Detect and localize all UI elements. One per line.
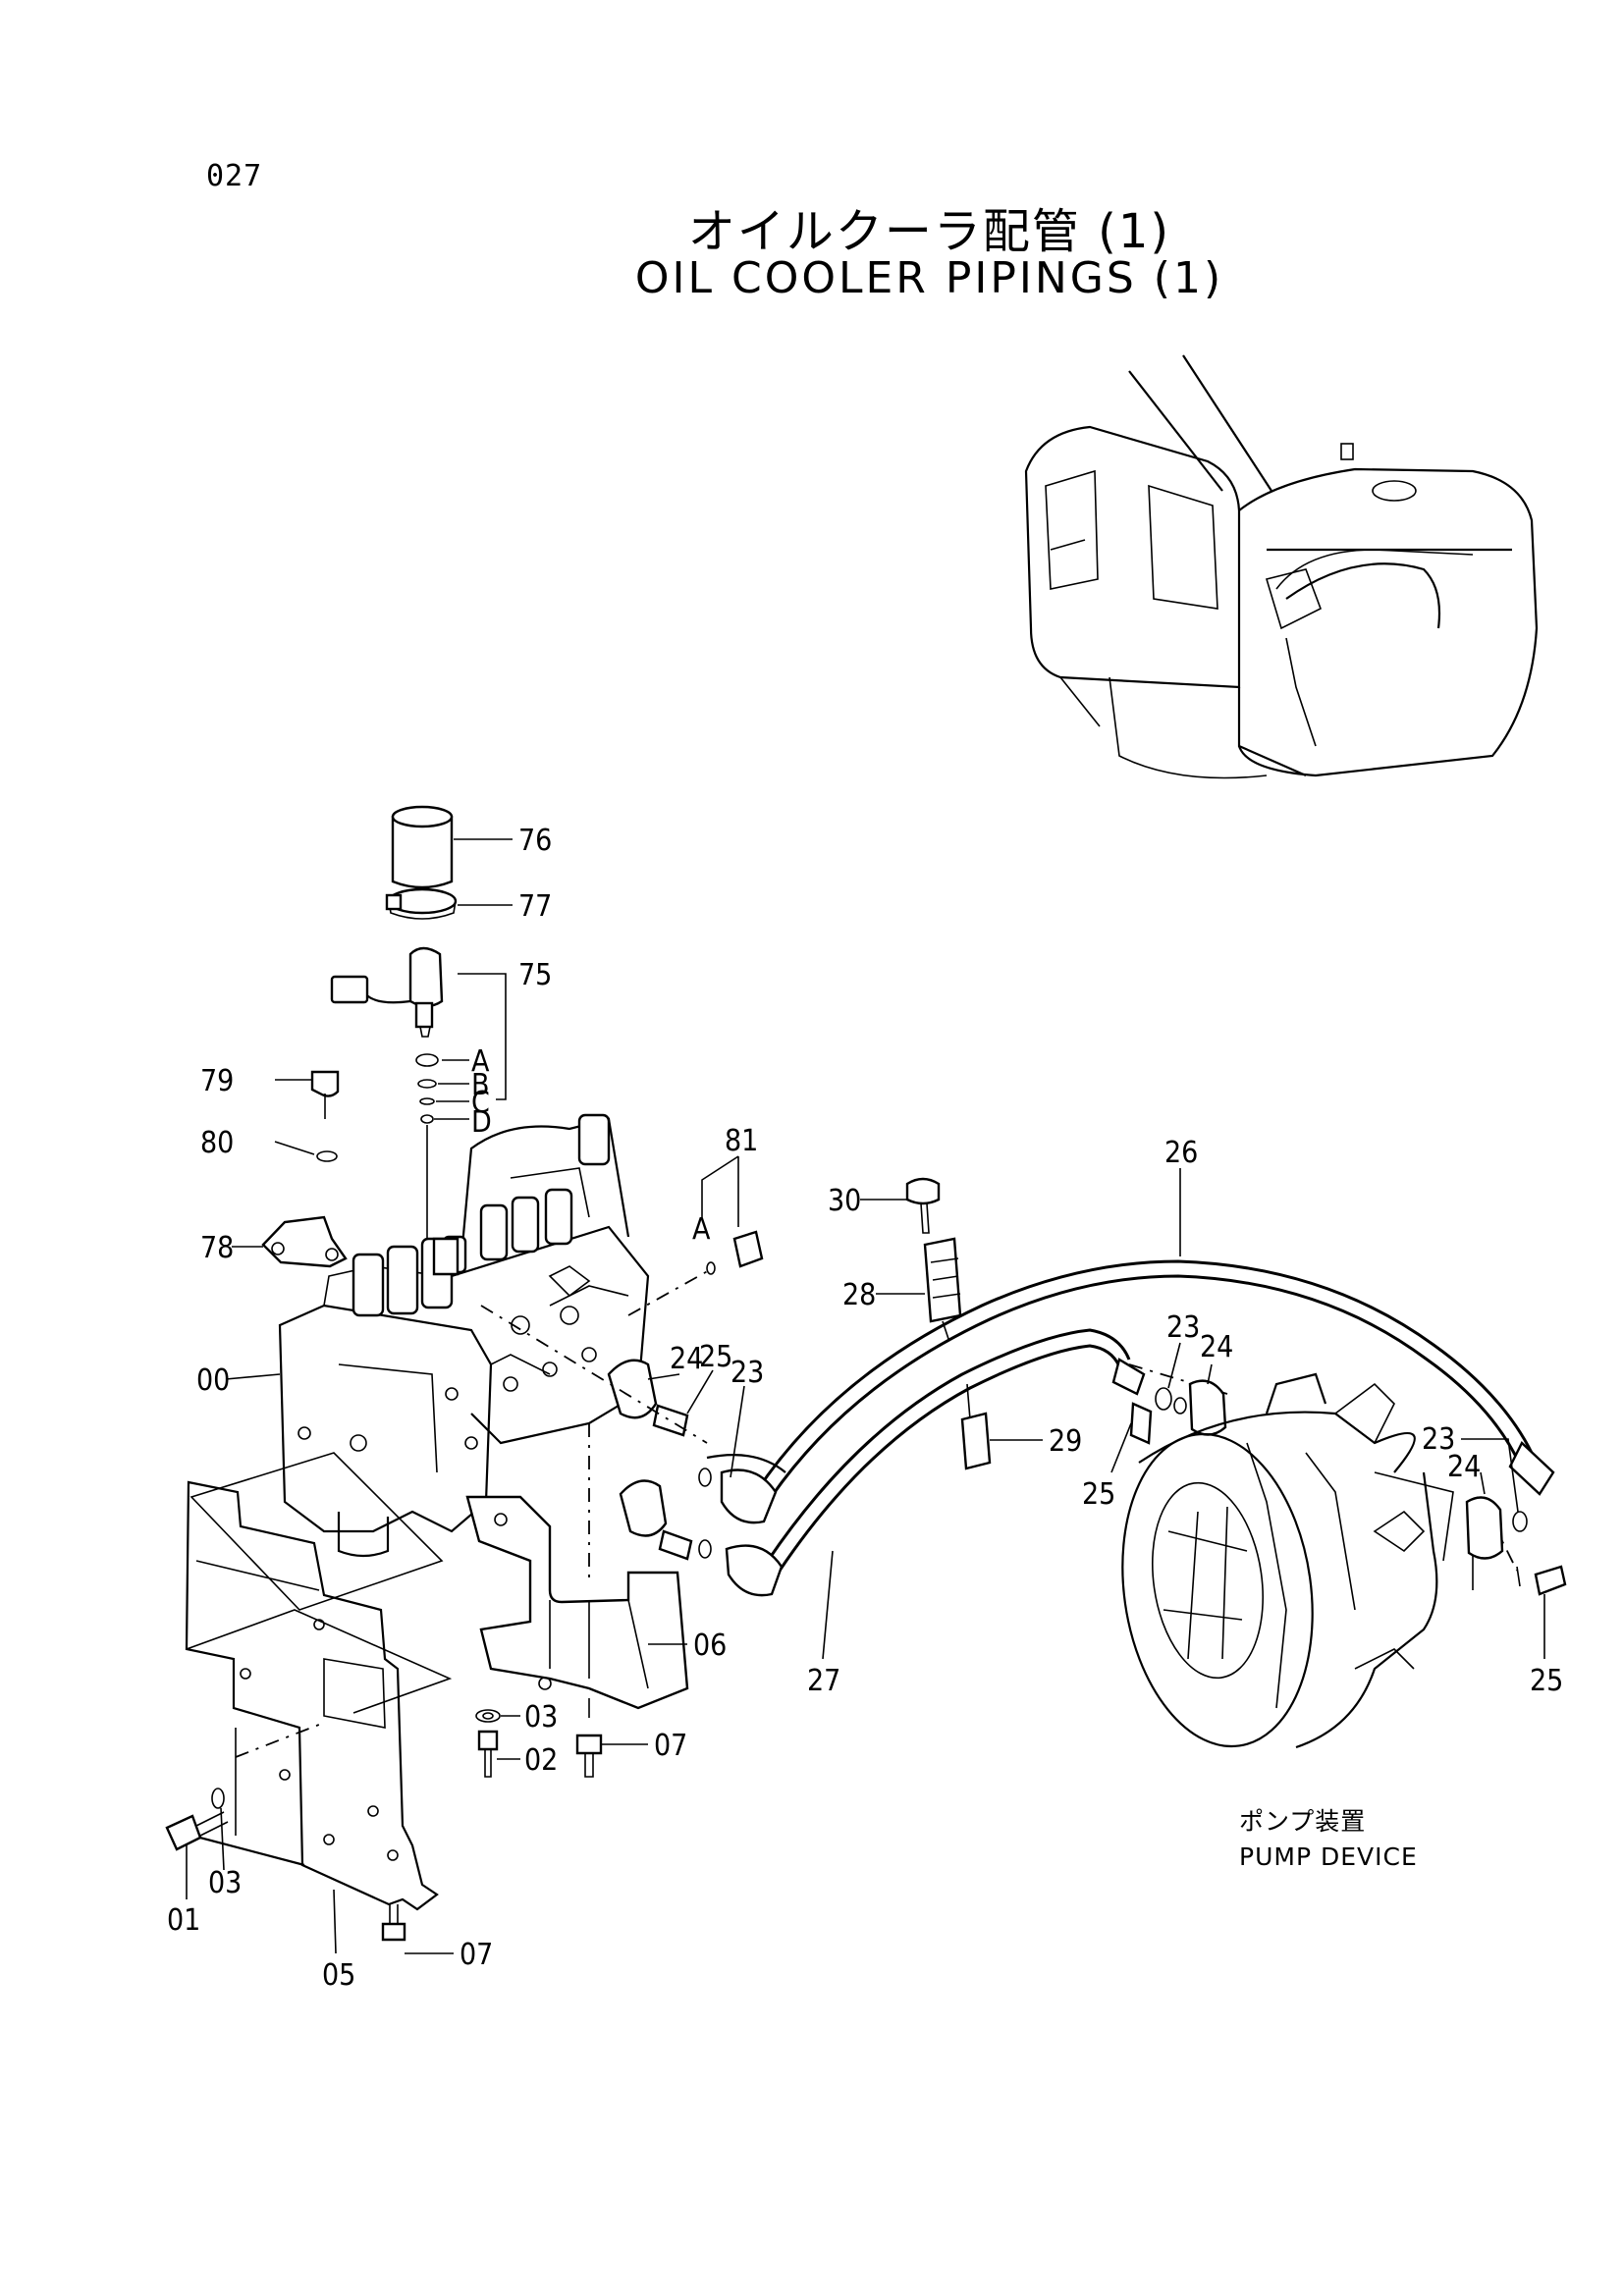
- callout-02: 02: [524, 1743, 558, 1778]
- bolt-02: [477, 1730, 499, 1778]
- callout-26: 26: [1164, 1136, 1198, 1170]
- callout-25-pump-right: 25: [1530, 1664, 1563, 1698]
- callout-81: 81: [725, 1124, 758, 1158]
- callout-27: 27: [807, 1664, 840, 1698]
- callout-03-upper: 03: [524, 1700, 558, 1735]
- hose-26: [754, 1259, 1555, 1503]
- pressure-sensor-group: [330, 805, 460, 1276]
- callout-75: 75: [518, 958, 552, 992]
- page-title-japanese: オイルクーラ配管 (1): [687, 204, 1171, 259]
- centerline-valve-to-flange: [480, 1305, 708, 1444]
- callout-03-lower: 03: [208, 1866, 242, 1900]
- callout-25-valve: 25: [699, 1340, 732, 1374]
- callout-23-valve: 23: [730, 1356, 764, 1390]
- callout-01: 01: [167, 1903, 200, 1938]
- hose-27: [766, 1328, 1146, 1572]
- outline-plane-lower: [186, 1609, 453, 1714]
- callout-23-pump: 23: [1166, 1310, 1200, 1345]
- pump-flange-right: [1465, 1496, 1567, 1596]
- hose-crossover: [706, 1454, 786, 1473]
- callout-24-valve: 24: [670, 1342, 703, 1376]
- callout-75-A: A: [471, 1044, 490, 1079]
- hose-end-upper: [720, 1468, 778, 1524]
- washer-03-lower: [211, 1788, 225, 1809]
- callout-00: 00: [196, 1363, 230, 1398]
- callout-75-B: B: [471, 1068, 490, 1102]
- bracket-05: [185, 1480, 439, 1911]
- callout-79: 79: [200, 1064, 234, 1098]
- pump-device-caption-japanese: ポンプ装置: [1239, 1807, 1366, 1836]
- callout-81-A: A: [692, 1212, 711, 1247]
- callout-23-pump-right: 23: [1422, 1422, 1455, 1457]
- callout-28: 28: [842, 1278, 876, 1312]
- control-valve-assembly: [278, 1113, 650, 1558]
- callout-05: 05: [322, 1958, 355, 1993]
- callout-06: 06: [693, 1629, 727, 1663]
- callout-25-pump: 25: [1082, 1477, 1115, 1512]
- hose-end-lower: [725, 1544, 784, 1597]
- callout-24-pump: 24: [1200, 1330, 1233, 1364]
- plug-81: [706, 1230, 764, 1275]
- centerline-bracket-05: [235, 1722, 325, 1758]
- callout-76: 76: [518, 824, 552, 858]
- excavator-locator-illustration: [1024, 354, 1539, 779]
- callout-78: 78: [200, 1231, 234, 1265]
- page-title-english: OIL COOLER PIPINGS (1): [634, 253, 1224, 303]
- clamp-30-bolt: [905, 1177, 941, 1234]
- callout-24-pump-right: 24: [1447, 1450, 1481, 1484]
- clamp-28: [923, 1237, 962, 1340]
- bolt-03-washer-upper: [475, 1709, 501, 1723]
- callout-77: 77: [518, 889, 552, 924]
- callout-75-D: D: [471, 1105, 492, 1140]
- callout-07-lower: 07: [460, 1938, 493, 1972]
- bolt-07-upper: [575, 1698, 603, 1778]
- valve-flange-upper: [607, 1359, 712, 1487]
- callout-29: 29: [1049, 1424, 1082, 1459]
- callout-07-upper: 07: [654, 1729, 687, 1763]
- centerline-plug: [627, 1267, 714, 1316]
- callout-80: 80: [200, 1126, 234, 1160]
- callout-30: 30: [828, 1184, 861, 1218]
- pump-device-illustration: [1121, 1372, 1474, 1749]
- page-number: 027: [206, 159, 263, 193]
- clamp-29: [960, 1383, 992, 1470]
- outline-plane: [189, 1452, 444, 1611]
- pump-device-caption-english: PUMP DEVICE: [1239, 1842, 1418, 1871]
- callout-75-C: C: [471, 1086, 490, 1120]
- leader-lines: [186, 838, 1545, 1954]
- bracket-06: [465, 1495, 689, 1710]
- pump-flange-upper: [1129, 1379, 1227, 1445]
- bolt-01: [165, 1811, 229, 1851]
- bolt-07-lower: [381, 1904, 406, 1942]
- bracket-78: [261, 1070, 348, 1268]
- valve-flange-lower: [619, 1479, 712, 1561]
